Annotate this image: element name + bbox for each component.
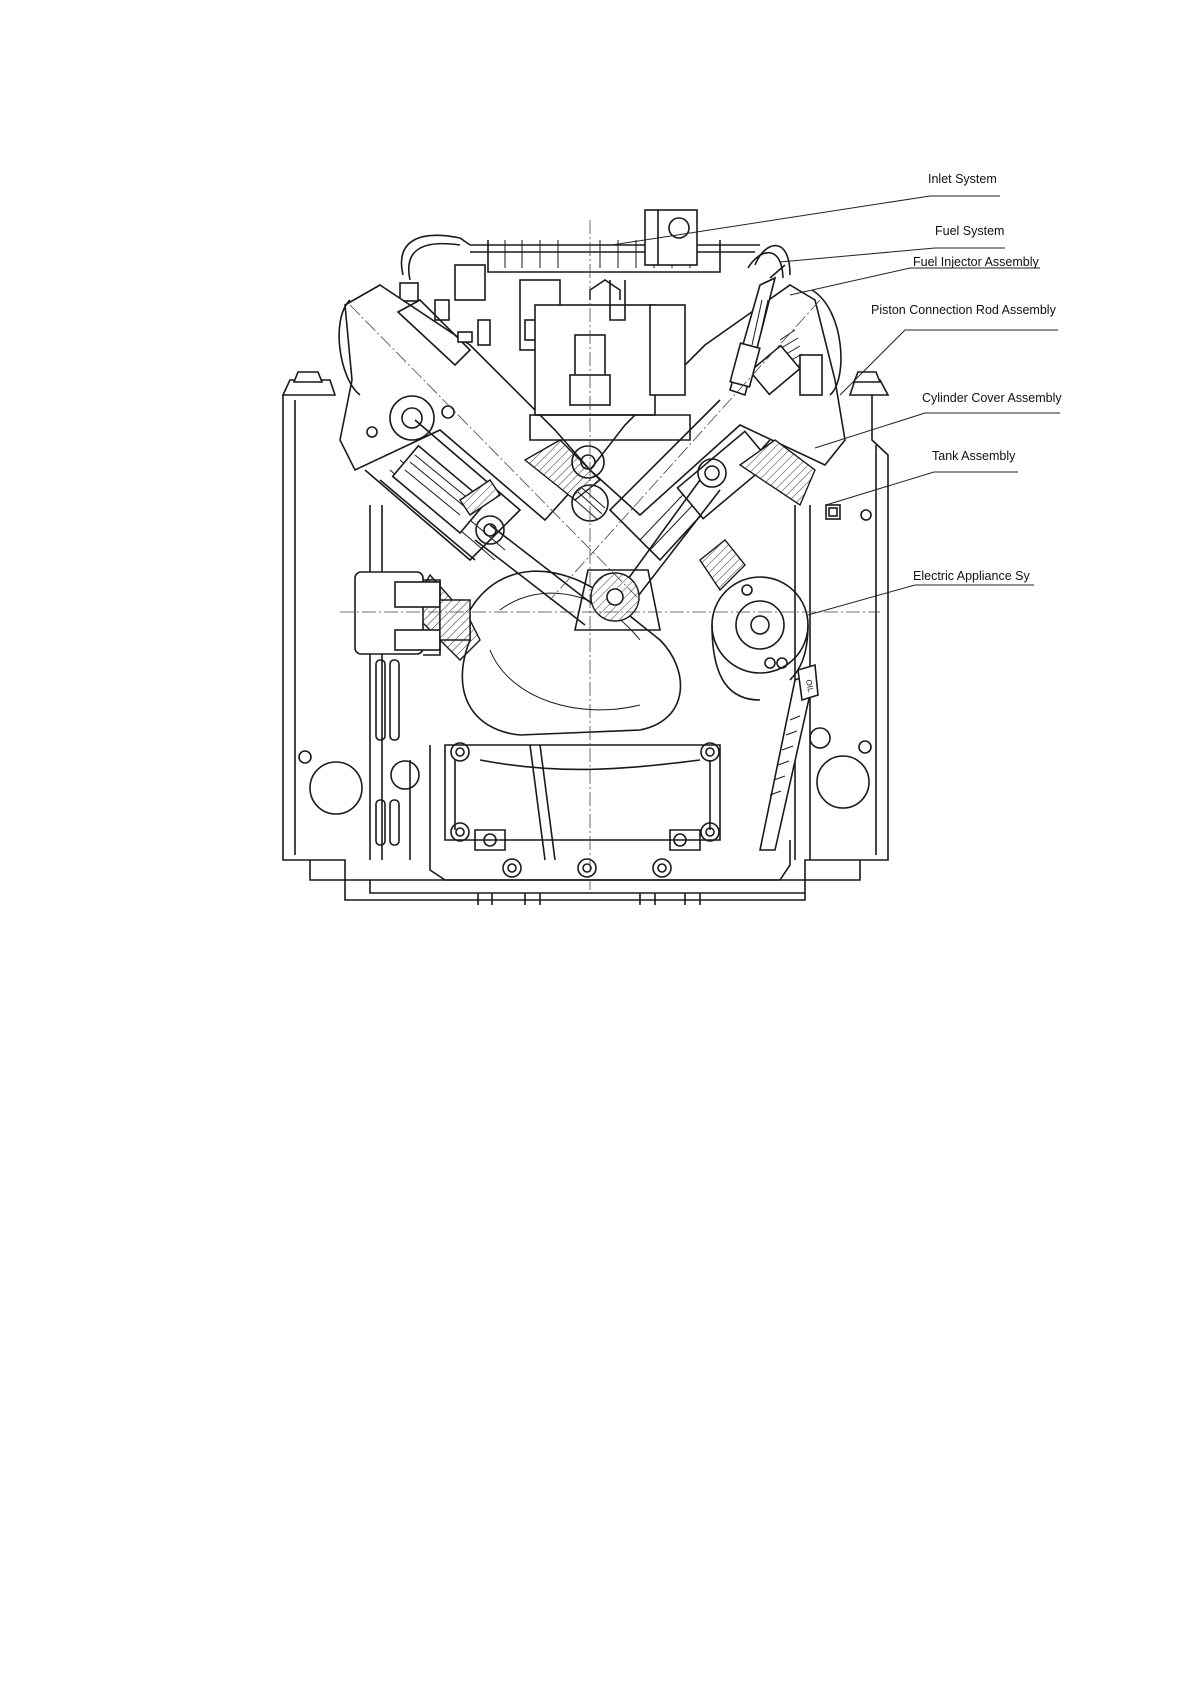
callout-fuel-injector-assembly: Fuel Injector Assembly (913, 255, 1039, 269)
callout-labels: Inlet System Fuel System Fuel Injector A… (871, 172, 1062, 583)
callout-inlet-system: Inlet System (928, 172, 997, 186)
callout-piston-connection-rod-assembly: Piston Connection Rod Assembly (871, 303, 1057, 317)
electric-appliance-system (712, 577, 808, 700)
callout-fuel-system: Fuel System (935, 224, 1004, 238)
callout-electric-appliance-system: Electric Appliance Sy (913, 569, 1030, 583)
callout-cylinder-cover-assembly: Cylinder Cover Assembly (922, 391, 1062, 405)
callout-tank-assembly: Tank Assembly (932, 449, 1016, 463)
